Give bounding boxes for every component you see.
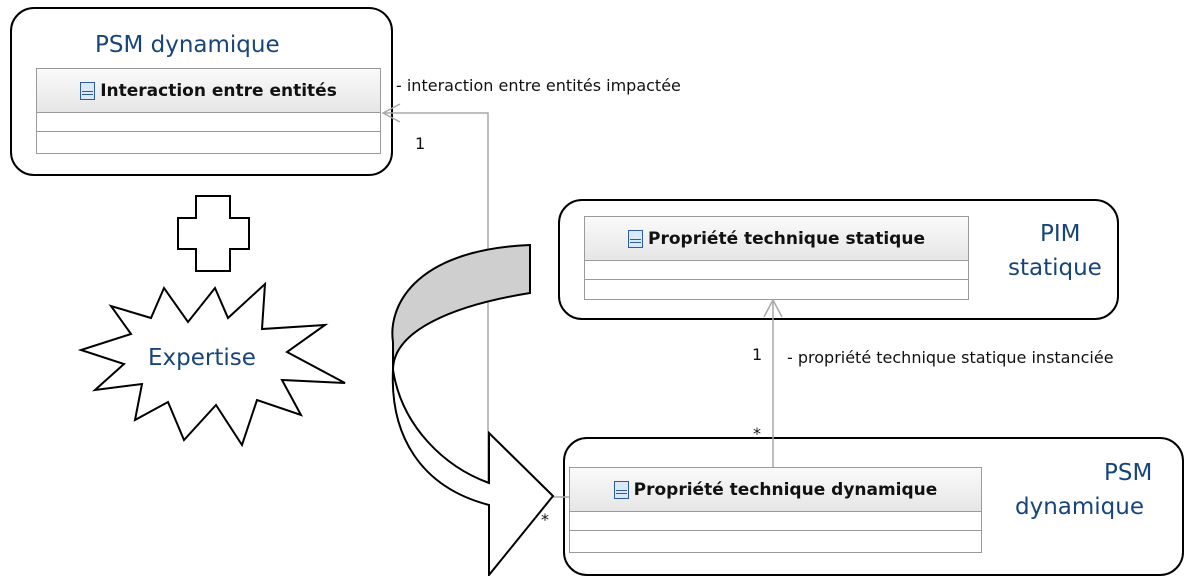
- class-icon: [80, 81, 96, 100]
- package-title-pim-line2: statique: [1008, 255, 1102, 281]
- class-name-static-prop: Propriété technique statique: [648, 228, 925, 249]
- class-name-dynamic-prop: Propriété technique dynamique: [633, 479, 938, 500]
- class-name-interaction: Interaction entre entités: [100, 80, 337, 101]
- multiplicity-static-top: 1: [752, 345, 763, 364]
- class-interaction-entre-entites[interactable]: Interaction entre entités: [36, 68, 381, 154]
- package-title-psm-bottom-line1: PSM: [1104, 460, 1153, 486]
- class-icon: [613, 480, 629, 499]
- association-role-top: - interaction entre entités impactée: [396, 76, 681, 95]
- explosion-star-icon: [77, 281, 346, 448]
- multiplicity-static-bottom: *: [753, 424, 761, 443]
- class-propriete-technique-dynamique[interactable]: Propriété technique dynamique: [569, 467, 982, 553]
- class-attributes-compartment: [585, 261, 968, 280]
- class-icon: [628, 229, 644, 248]
- multiplicity-left: *: [541, 510, 549, 529]
- association-static-line: [763, 298, 783, 467]
- package-title-psm-bottom-line2: dynamique: [1015, 494, 1145, 520]
- expertise-label: Expertise: [148, 345, 256, 371]
- package-title-psm-top: PSM dynamique: [95, 32, 280, 58]
- multiplicity-top: 1: [415, 134, 426, 153]
- curved-arrow-icon: [391, 243, 555, 576]
- class-attributes-compartment: [570, 512, 981, 531]
- class-attributes-compartment: [37, 113, 380, 132]
- association-role-static: - propriété technique statique instancié…: [787, 348, 1114, 367]
- package-title-pim-line1: PIM: [1040, 221, 1081, 247]
- class-propriete-technique-statique[interactable]: Propriété technique statique: [584, 216, 969, 300]
- plus-shape-icon: [177, 195, 250, 272]
